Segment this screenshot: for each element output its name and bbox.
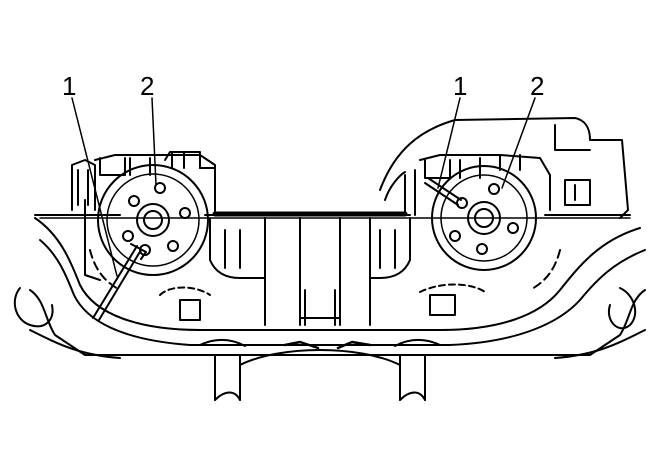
cylinder-head-body — [13, 211, 646, 401]
callout-left-2: 2 — [140, 71, 154, 101]
left-camshaft-sprocket — [97, 164, 209, 276]
leader-right-2 — [501, 97, 536, 189]
leader-left-2 — [151, 97, 157, 186]
sprocket-bolt-hole — [488, 183, 500, 195]
sprocket-bolt-hole — [167, 240, 179, 252]
sprocket-bolt-hole — [128, 195, 140, 207]
sprocket-bolt-hole — [456, 197, 468, 209]
right-locking-tool — [424, 177, 462, 206]
leader-lines — [71, 97, 536, 277]
sprocket-bolt-hole — [449, 230, 461, 242]
left-locking-tool — [92, 243, 147, 321]
sprocket-bolt-hole — [154, 182, 166, 194]
callout-right-1: 1 — [453, 71, 467, 101]
leader-right-1 — [437, 97, 461, 189]
right-bearing-caps — [379, 117, 629, 219]
callout-left-1: 1 — [62, 71, 76, 101]
left-bearing-caps — [71, 151, 216, 281]
sprocket-bolt-hole — [507, 222, 519, 234]
sprocket-bolt-hole — [179, 207, 191, 219]
right-camshaft-sprocket — [431, 165, 537, 271]
sprocket-bolt-hole — [476, 243, 488, 255]
leader-left-1 — [71, 97, 118, 277]
sprocket-bolt-hole — [122, 230, 134, 242]
callout-right-2: 2 — [530, 71, 544, 101]
